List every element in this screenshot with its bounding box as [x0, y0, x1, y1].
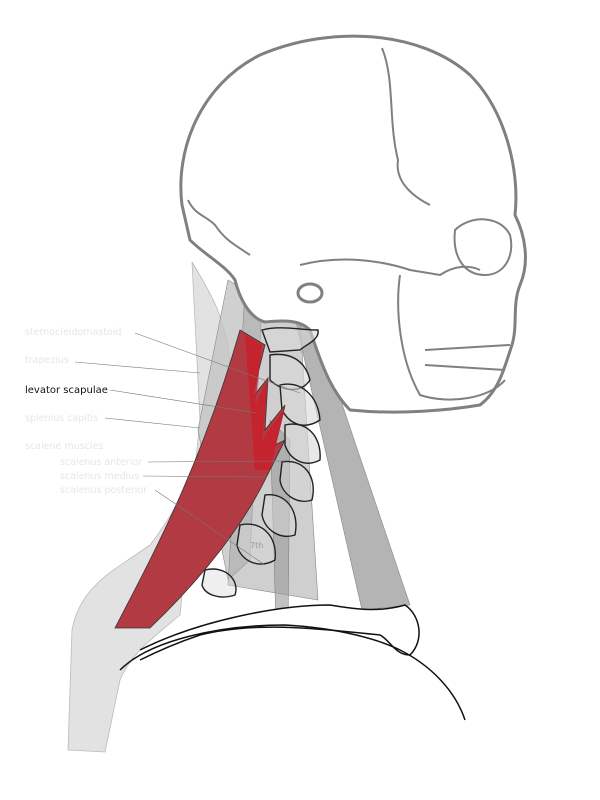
skull-mandible [397, 274, 506, 401]
vertebra-7th-label: 7th [250, 541, 263, 550]
label-scalenus-posterior: scalenus posterior [60, 485, 147, 496]
skull-cranium [179, 34, 527, 414]
leader-scalenus-medius [142, 475, 268, 478]
skull-zygomatic [299, 258, 481, 277]
leader-scalenus-anterior [147, 460, 286, 463]
levator-scapulae-muscle [114, 329, 286, 629]
label-scalenus-anterior: scalenus anterior [60, 457, 142, 468]
leader-trapezius [74, 361, 201, 374]
label-scalenus-medius: scalenus medius [60, 471, 139, 482]
leader-sternocleidomastoid [134, 332, 301, 394]
leader-levator-scapulae [109, 389, 258, 414]
shoulder-outline [119, 624, 466, 721]
skull-suture-lambdoid [187, 199, 251, 256]
skull-orbit [453, 218, 513, 277]
label-levator-scapulae: levator scapulae [25, 385, 108, 396]
clavicle [139, 604, 420, 661]
cervical-spine [201, 327, 321, 598]
ear-canal [296, 282, 324, 304]
label-trapezius: trapezius [25, 355, 69, 366]
levator-scapulae-slips [245, 335, 285, 470]
leader-scalenus-posterior [154, 489, 266, 566]
label-sternocleidomastoid: sternocleidomastoid [25, 327, 122, 338]
skull-suture-coronal [381, 47, 431, 206]
label-scalene-muscles: scalene muscles [25, 441, 103, 452]
label-splenius-capitis: splenius capitis [25, 413, 98, 424]
skull-teeth [424, 344, 511, 371]
leader-splenius-capitis [104, 417, 201, 429]
